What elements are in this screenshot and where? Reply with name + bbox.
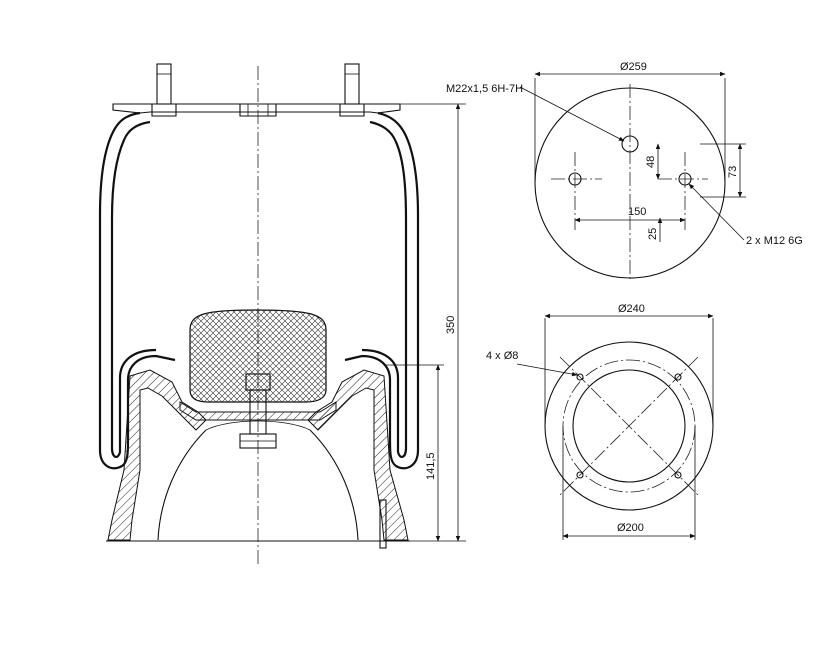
holes-label: 4 x Ø8 bbox=[486, 350, 518, 362]
side-view: 350 141,5 bbox=[98, 63, 466, 565]
right-stud bbox=[339, 63, 365, 117]
piston-wall-right bbox=[307, 369, 409, 541]
bolt-hole-1 bbox=[576, 373, 584, 381]
dim-73-label: 73 bbox=[727, 166, 739, 178]
dim-259-label: Ø259 bbox=[620, 61, 647, 73]
piston-cone bbox=[157, 429, 359, 541]
top-plate bbox=[112, 103, 401, 114]
dim-25-label: 25 bbox=[647, 228, 659, 240]
stud-thread-label: 2 x M12 6G bbox=[746, 235, 803, 247]
dim-350-label: 350 bbox=[445, 316, 457, 334]
top-view: Ø259 M22x1,5 6H-7H 2 x M12 6G 150 48 73 … bbox=[446, 61, 803, 282]
dim-150-label: 150 bbox=[628, 206, 646, 218]
bolt-hole-2 bbox=[674, 373, 682, 381]
bellow-left bbox=[98, 111, 176, 470]
bottom-view: Ø240 Ø200 4 x Ø8 bbox=[486, 303, 714, 540]
dim-200-label: Ø200 bbox=[617, 522, 644, 534]
dim-240-label: Ø240 bbox=[618, 303, 645, 315]
dim-48-label: 48 bbox=[645, 156, 657, 168]
piston-wall-left bbox=[107, 369, 207, 541]
piston-top bbox=[179, 401, 337, 421]
bellow-right bbox=[344, 111, 420, 470]
left-stud bbox=[151, 63, 177, 117]
bolt-hole-4 bbox=[674, 471, 682, 479]
bottom-inner-circle bbox=[572, 369, 686, 483]
dim-piston-height: 141,5 bbox=[384, 364, 444, 542]
bolt-hole-3 bbox=[576, 471, 584, 479]
dim-141-label: 141,5 bbox=[425, 452, 437, 480]
center-thread-label: M22x1,5 6H-7H bbox=[446, 83, 523, 95]
